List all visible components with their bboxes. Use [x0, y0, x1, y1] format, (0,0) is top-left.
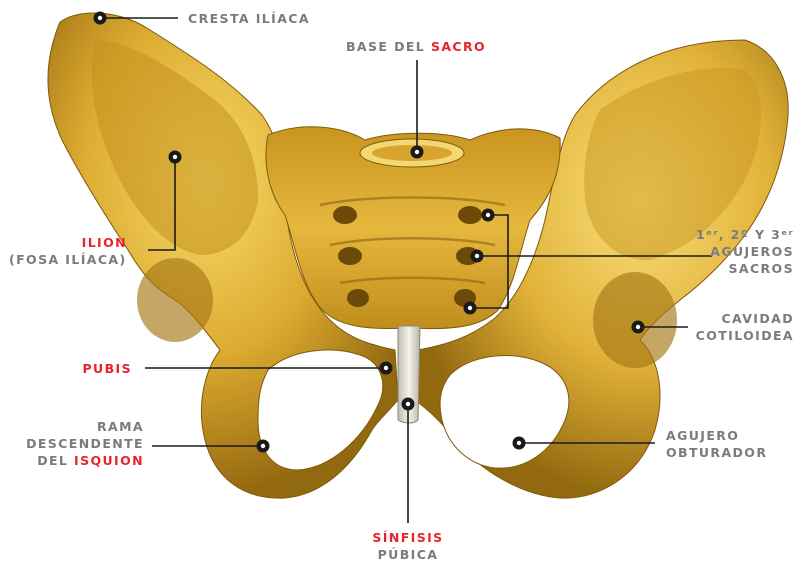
- label-rama-isquion: RAMA DESCENDENTE DEL ISQUION: [26, 418, 144, 469]
- label-rama-line3: DEL: [37, 453, 74, 468]
- label-sacro-highlight: SACRO: [431, 39, 486, 54]
- label-rama-line2: DESCENDENTE: [26, 435, 144, 452]
- label-cresta-text: CRESTA ILÍACA: [188, 11, 310, 26]
- label-agujeros-line2: AGUJEROS: [696, 243, 794, 260]
- label-sinfisis-title: SÍNFISIS: [358, 529, 458, 546]
- label-cavidad-line2: COTILOIDEA: [696, 327, 794, 344]
- label-agujeros-line1: 1ᵉʳ, 2º Y 3ᵉʳ: [696, 226, 794, 243]
- pin-isquion: [257, 440, 270, 453]
- left-acetabulum-shape: [137, 258, 213, 342]
- label-obturador-line1: AGUJERO: [666, 427, 767, 444]
- pin-agujero-sacro-2: [471, 250, 484, 263]
- label-cavidad-cotiloidea: CAVIDAD COTILOIDEA: [696, 310, 794, 344]
- label-sinfisis-pubica: SÍNFISIS PÚBICA: [358, 529, 458, 563]
- pin-agujero-sacro-1: [482, 209, 495, 222]
- pin-cresta: [94, 12, 107, 25]
- label-fosa-text: (FOSA ILÍACA): [9, 252, 127, 267]
- label-isquion-highlight: ISQUION: [74, 453, 144, 468]
- label-pubis: PUBIS: [83, 360, 133, 377]
- label-base-sacro: BASE DEL SACRO: [346, 38, 486, 55]
- right-acetabulum-shape: [593, 272, 677, 368]
- pin-ilion: [169, 151, 182, 164]
- pin-sinfisis: [402, 398, 415, 411]
- label-agujeros-sacros: 1ᵉʳ, 2º Y 3ᵉʳ AGUJEROS SACROS: [696, 226, 794, 277]
- label-cavidad-line1: CAVIDAD: [696, 310, 794, 327]
- label-cresta-iliaca: CRESTA ILÍACA: [188, 10, 310, 27]
- label-sinfisis-sub: PÚBICA: [358, 546, 458, 563]
- label-base-text: BASE DEL: [346, 39, 431, 54]
- pin-agujero-sacro-3: [464, 302, 477, 315]
- label-fosa-iliaca: (FOSA ILÍACA): [9, 251, 127, 268]
- label-ilion: ILION: [82, 234, 127, 251]
- pin-base-sacro: [411, 146, 424, 159]
- label-agujeros-line3: SACROS: [696, 260, 794, 277]
- pin-pubis: [380, 362, 393, 375]
- pin-obturador: [513, 437, 526, 450]
- pin-cavidad: [632, 321, 645, 334]
- label-rama-line1: RAMA: [26, 418, 144, 435]
- label-agujero-obturador: AGUJERO OBTURADOR: [666, 427, 767, 461]
- label-ilion-title: ILION: [82, 234, 127, 251]
- label-pubis-text: PUBIS: [83, 361, 133, 376]
- label-obturador-line2: OBTURADOR: [666, 444, 767, 461]
